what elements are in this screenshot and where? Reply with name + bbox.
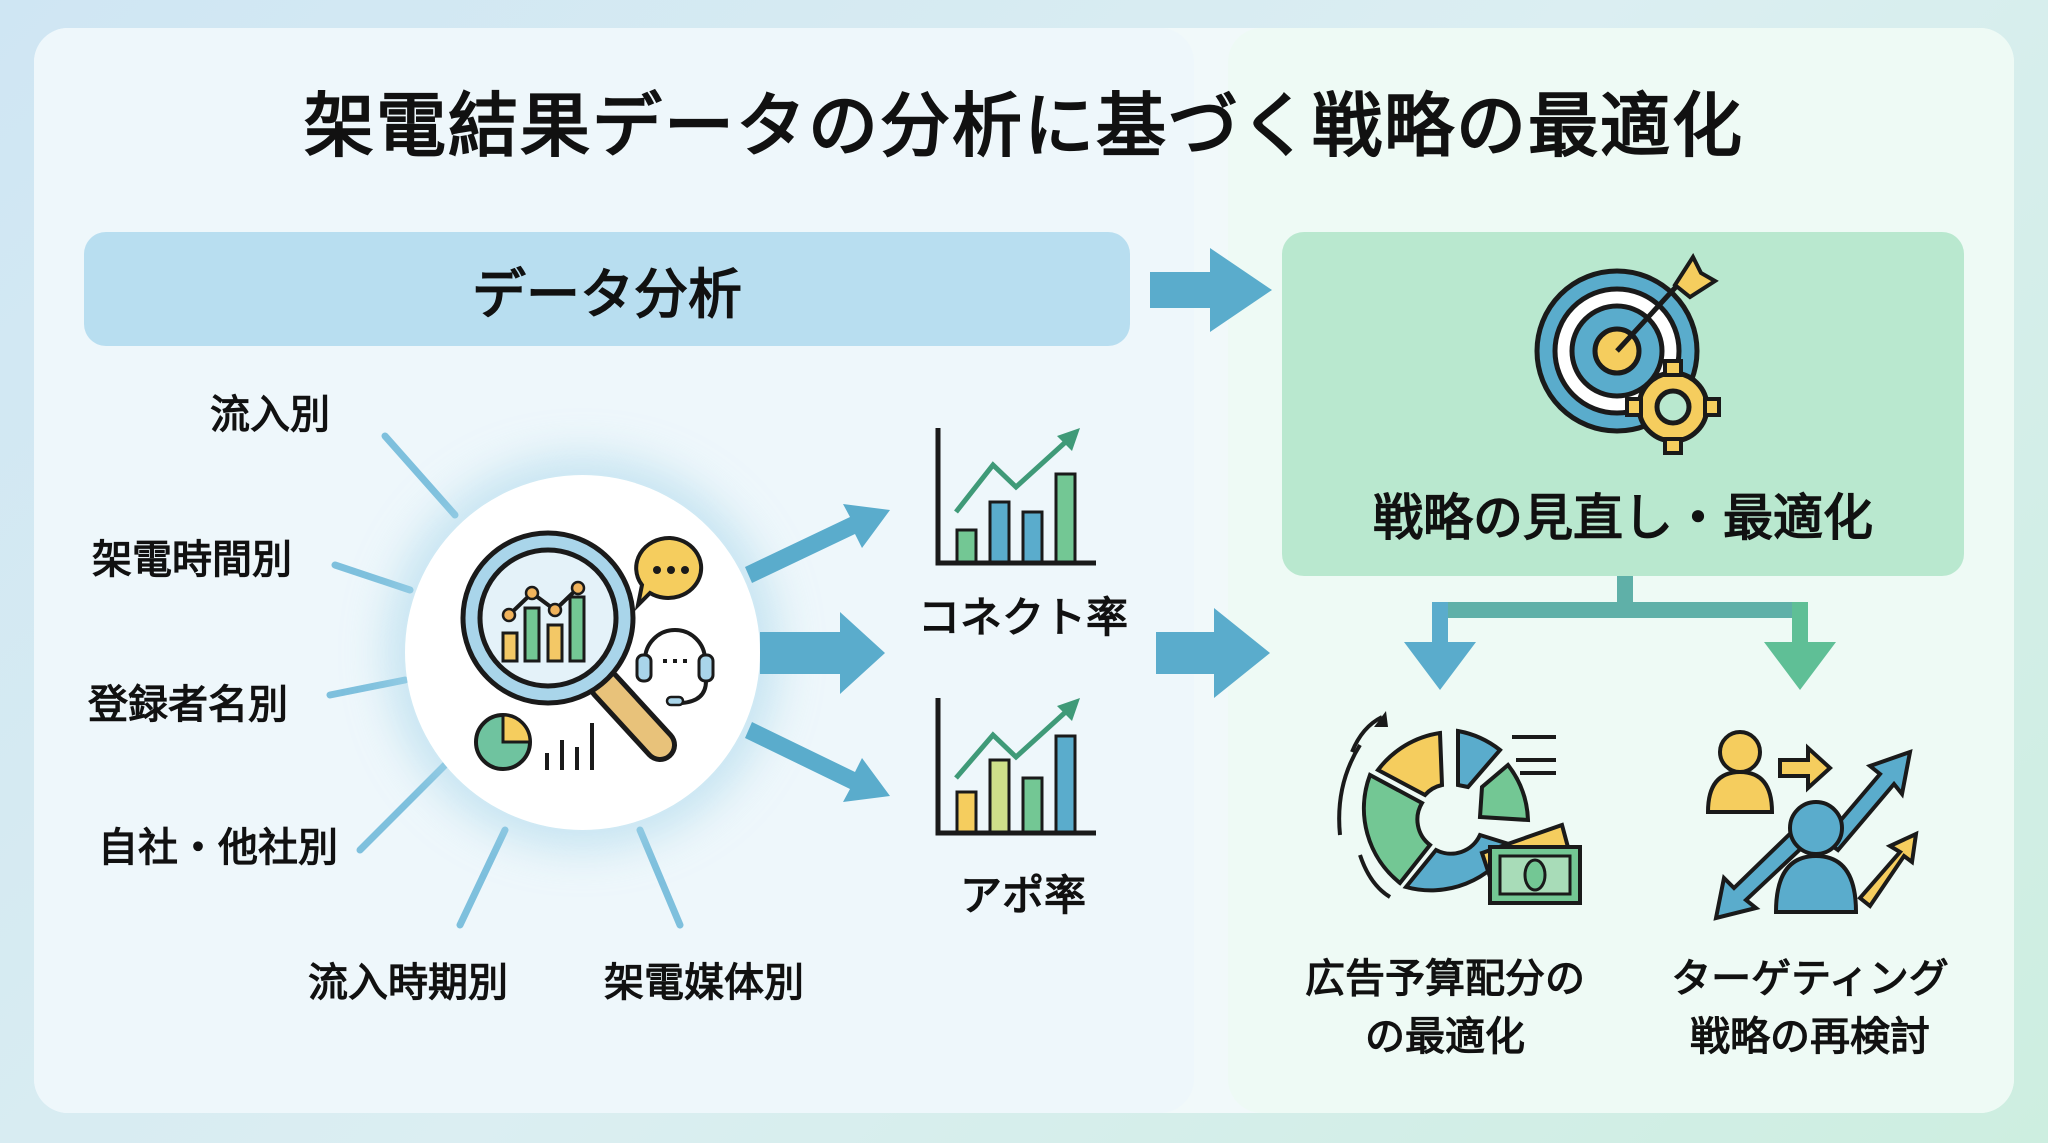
headset-icon bbox=[635, 628, 715, 707]
arrow-header-to-strategy bbox=[1150, 248, 1272, 332]
cash-icon bbox=[1479, 822, 1582, 905]
bar bbox=[955, 528, 978, 564]
connector-line bbox=[326, 676, 409, 699]
bar bbox=[1054, 734, 1077, 834]
dimension-label: 架電時間別 bbox=[92, 537, 292, 583]
person-icon bbox=[1705, 730, 1775, 814]
dimension-label: 流入別 bbox=[210, 392, 330, 438]
arrow-down-left bbox=[1713, 825, 1813, 921]
dimension-label: 流入時期別 bbox=[308, 960, 508, 1006]
gear-icon bbox=[1625, 359, 1721, 455]
trend-arrowhead bbox=[1057, 428, 1080, 451]
strategy-label: 戦略の見直し・最適化 bbox=[1373, 489, 1873, 547]
analysis-header: データ分析 bbox=[84, 232, 1130, 346]
connector-line bbox=[356, 761, 449, 854]
targeting-outcome-label: ターゲティング 戦略の再検討 bbox=[1640, 950, 1980, 1066]
bar bbox=[1021, 776, 1044, 834]
chat-bubble-icon bbox=[634, 535, 704, 612]
bar bbox=[1054, 472, 1077, 564]
dimension-label: 架電媒体別 bbox=[604, 960, 804, 1006]
dimension-label: 自社・他社別 bbox=[98, 825, 338, 871]
budget-outcome-line1: 広告予算配分の bbox=[1305, 956, 1585, 1002]
bar bbox=[988, 758, 1011, 834]
page-title: 架電結果データの分析に基づく戦略の最適化 bbox=[304, 85, 1744, 167]
connector-line bbox=[456, 826, 509, 929]
bar bbox=[1021, 510, 1044, 564]
arrow-to-appointment-rate bbox=[745, 722, 890, 802]
budget-allocation-icon bbox=[1337, 711, 1582, 905]
target-gear-icon bbox=[1534, 252, 1721, 455]
appointment-rate-chart-icon bbox=[935, 698, 1096, 836]
branch-bar bbox=[1432, 602, 1808, 618]
connect-rate-label: コネクト率 bbox=[917, 593, 1128, 642]
trend-line bbox=[954, 706, 1072, 780]
person-icon bbox=[1773, 800, 1859, 914]
branch-stem bbox=[1617, 576, 1633, 610]
trend-arrowhead bbox=[1057, 698, 1080, 721]
bar bbox=[988, 500, 1011, 564]
data-analysis-icon bbox=[460, 530, 715, 771]
targeting-outcome-line1: ターゲティング bbox=[1671, 956, 1949, 1002]
arrow-up-right-small bbox=[1857, 830, 1919, 909]
connector-line bbox=[331, 561, 414, 594]
arrow-to-metrics-center bbox=[760, 612, 885, 694]
arrow-down-budget bbox=[1404, 642, 1476, 690]
dimension-label: 登録者名別 bbox=[88, 682, 288, 728]
budget-outcome-line2: の最適化 bbox=[1365, 1014, 1525, 1060]
pie-chart-icon bbox=[474, 713, 532, 771]
arrow-to-connect-rate bbox=[745, 504, 890, 583]
arrow-up-right bbox=[1821, 748, 1913, 853]
targeting-icon bbox=[1705, 730, 1919, 921]
bar bbox=[955, 790, 978, 834]
connector-line bbox=[381, 432, 459, 519]
targeting-outcome-line2: 戦略の再検討 bbox=[1690, 1014, 1930, 1060]
arrow-metrics-to-strategy bbox=[1156, 608, 1270, 698]
trend-line bbox=[954, 436, 1072, 514]
connect-rate-chart-icon bbox=[935, 428, 1096, 566]
magnifier-icon bbox=[460, 530, 677, 762]
budget-outcome-label: 広告予算配分の の最適化 bbox=[1275, 950, 1615, 1066]
analysis-header-label: データ分析 bbox=[472, 262, 742, 326]
signal-bars-icon bbox=[545, 723, 594, 770]
arrow-down-targeting bbox=[1764, 642, 1836, 690]
appointment-rate-label: アポ率 bbox=[959, 871, 1086, 920]
connector-line bbox=[636, 826, 684, 929]
